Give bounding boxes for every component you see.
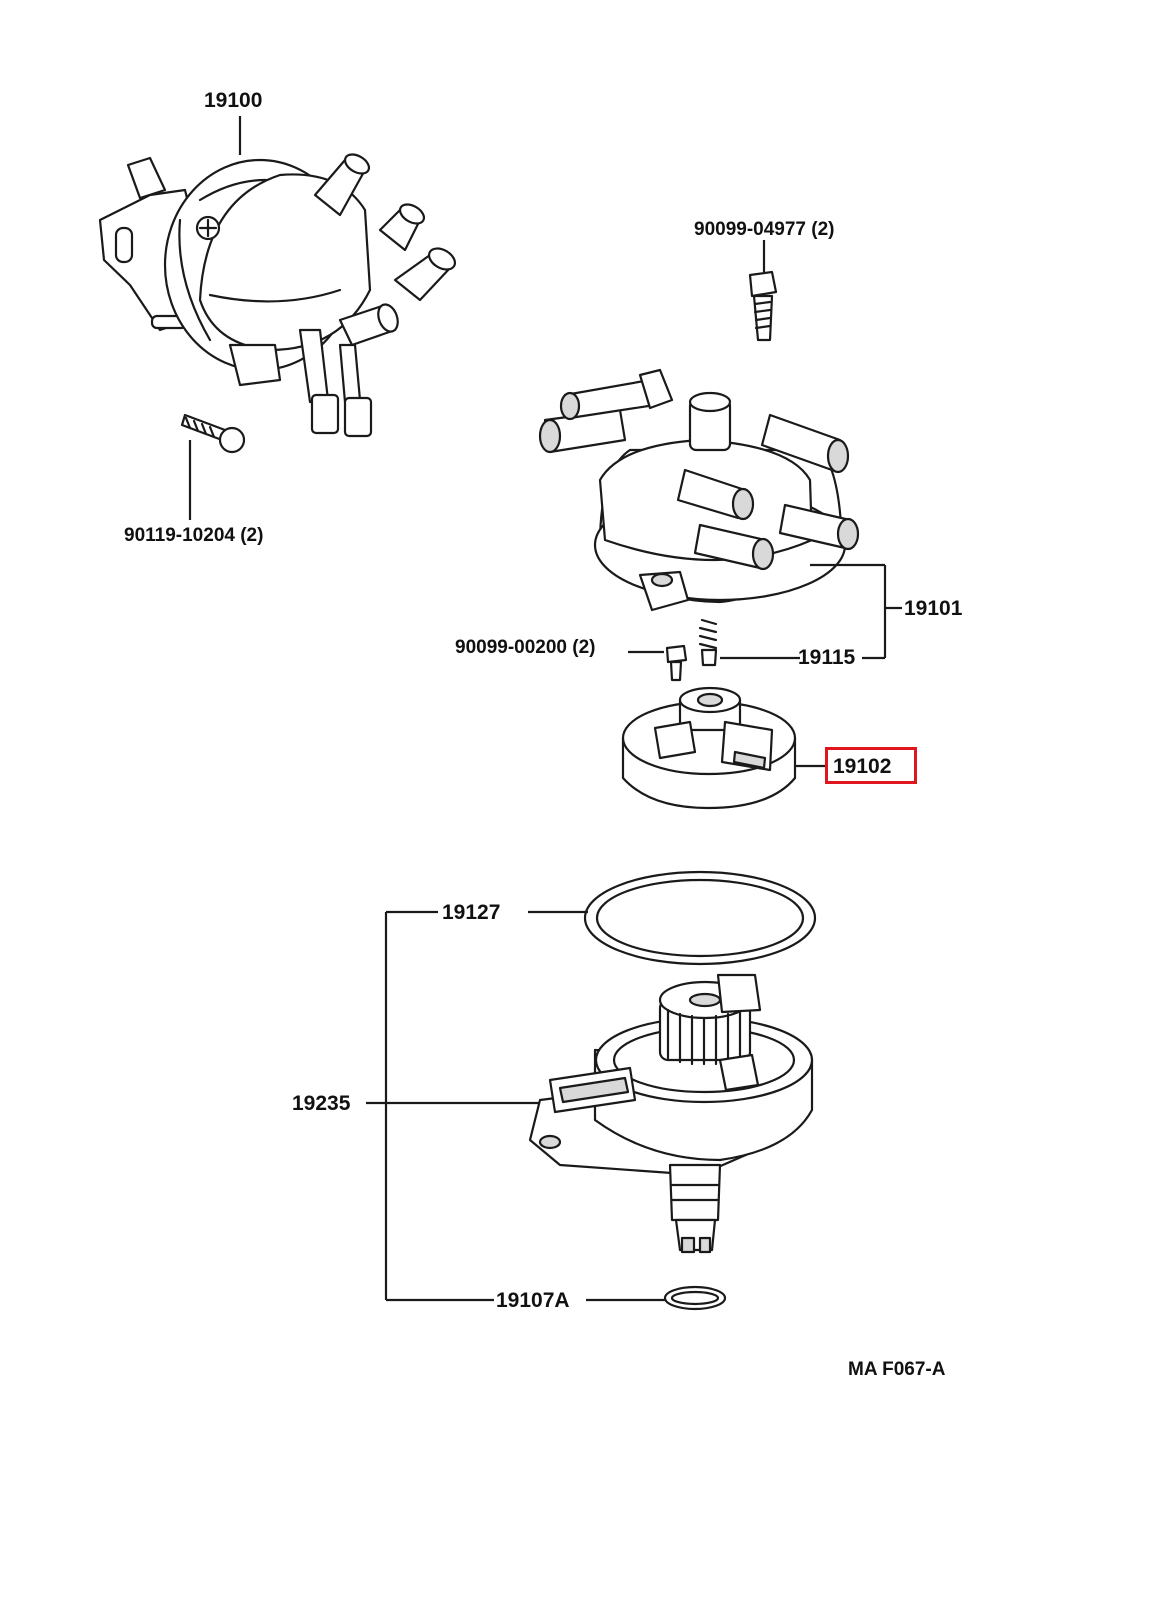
part-label-19102[interactable]: 19102 — [833, 755, 892, 778]
part-label-90119-10204[interactable]: 90119-10204 (2) — [124, 525, 264, 546]
screw-top-drawing[interactable] — [748, 270, 778, 342]
part-label-90099-04977[interactable]: 90099-04977 (2) — [694, 219, 835, 240]
part-label-90099-00200[interactable]: 90099-00200 (2) — [455, 637, 596, 658]
rotor-drawing[interactable] — [621, 686, 797, 810]
o-ring-small-drawing[interactable] — [663, 1285, 727, 1311]
spring-carbon-drawing[interactable] — [698, 618, 718, 667]
distributor-cap-drawing[interactable] — [538, 368, 860, 612]
housing-drawing[interactable] — [528, 973, 814, 1254]
screw-small-drawing[interactable] — [665, 644, 688, 682]
figure-code: MA F067-A — [848, 1359, 946, 1380]
part-label-19101[interactable]: 19101 — [904, 597, 963, 620]
part-label-19115[interactable]: 19115 — [798, 646, 856, 669]
o-ring-large-drawing[interactable] — [583, 870, 817, 966]
bolt-a-drawing[interactable] — [180, 413, 246, 454]
part-label-19235[interactable]: 19235 — [292, 1092, 351, 1115]
part-label-19107A[interactable]: 19107A — [496, 1289, 570, 1312]
distributor-assembly-drawing[interactable] — [98, 151, 459, 438]
highlight-box — [825, 747, 917, 784]
part-label-19127[interactable]: 19127 — [442, 901, 501, 924]
part-label-19100[interactable]: 19100 — [204, 89, 263, 112]
